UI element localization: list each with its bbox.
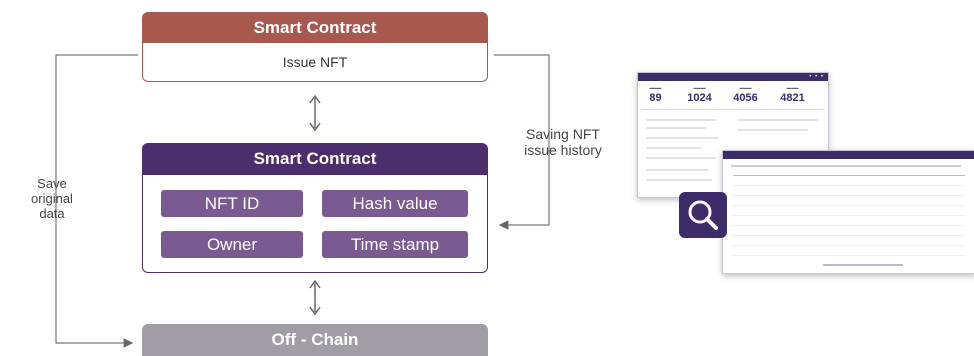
double-arrow-icon [309, 94, 321, 132]
table-row [733, 185, 965, 186]
table-row [733, 225, 965, 226]
save-original-data-label: Save original data [20, 176, 84, 221]
stat-card: ▬▬▬ 89 [618, 85, 693, 104]
list-item [646, 179, 712, 181]
saving-history-path [494, 54, 550, 230]
smart-contract-top-header: Smart Contract [142, 12, 488, 43]
stat-label: ▬▬▬ [649, 85, 662, 90]
smart-contract-middle-header: Smart Contract [142, 143, 488, 175]
divider [642, 109, 824, 110]
table-row [733, 215, 965, 216]
label-line: Save [37, 176, 67, 191]
issue-nft-box: Issue NFT [142, 43, 488, 82]
time-stamp-chip: Time stamp [322, 231, 468, 258]
list-item [646, 157, 716, 159]
save-original-data-path [55, 54, 138, 348]
stat-value: 4056 [733, 92, 758, 104]
label-line: issue history [524, 142, 602, 158]
stat-card: ▬▬▬ 4056 [708, 85, 783, 104]
list-item [646, 169, 708, 171]
dashboard-titlebar: • • • [638, 73, 828, 81]
table-titlebar [723, 151, 974, 159]
off-chain-block: Off - Chain [142, 324, 488, 356]
stat-value: 89 [649, 92, 662, 104]
stat-label: ▬▬▬ [693, 85, 706, 90]
stat-card: ▬▬▬ 1024 [662, 85, 737, 104]
list-item [646, 147, 701, 149]
owner-chip: Owner [161, 231, 303, 258]
label-line: data [39, 206, 65, 221]
stat-label: ▬▬▬ [739, 85, 752, 90]
table-row [733, 235, 965, 236]
label-line: Saving NFT [526, 126, 600, 142]
hash-value-chip: Hash value [322, 190, 468, 217]
table-row [733, 245, 965, 246]
double-arrow-icon [309, 279, 321, 316]
table-row [733, 205, 965, 206]
list-item [738, 119, 818, 121]
table-row [733, 195, 965, 196]
table-caption [731, 165, 961, 167]
pagination [823, 264, 903, 266]
table-screenshot [722, 150, 974, 274]
table-row [733, 255, 965, 256]
table-header-line [733, 175, 965, 176]
stat-value: 1024 [687, 92, 712, 104]
stat-value: 4821 [780, 92, 805, 104]
list-item [646, 119, 716, 121]
issue-nft-label: Issue NFT [282, 54, 348, 70]
list-item [646, 127, 706, 129]
list-item [646, 137, 718, 139]
nft-id-chip: NFT ID [161, 190, 303, 217]
list-item [738, 129, 808, 131]
stat-label: ▬▬▬ [786, 85, 799, 90]
saving-nft-history-label: Saving NFT issue history [516, 126, 610, 158]
stat-card: ▬▬▬ 4821 [755, 85, 830, 104]
menu-dots-icon: • • • [809, 74, 824, 80]
search-icon [679, 192, 727, 238]
label-line: original [31, 191, 73, 206]
smart-contract-fields-box [142, 175, 488, 273]
